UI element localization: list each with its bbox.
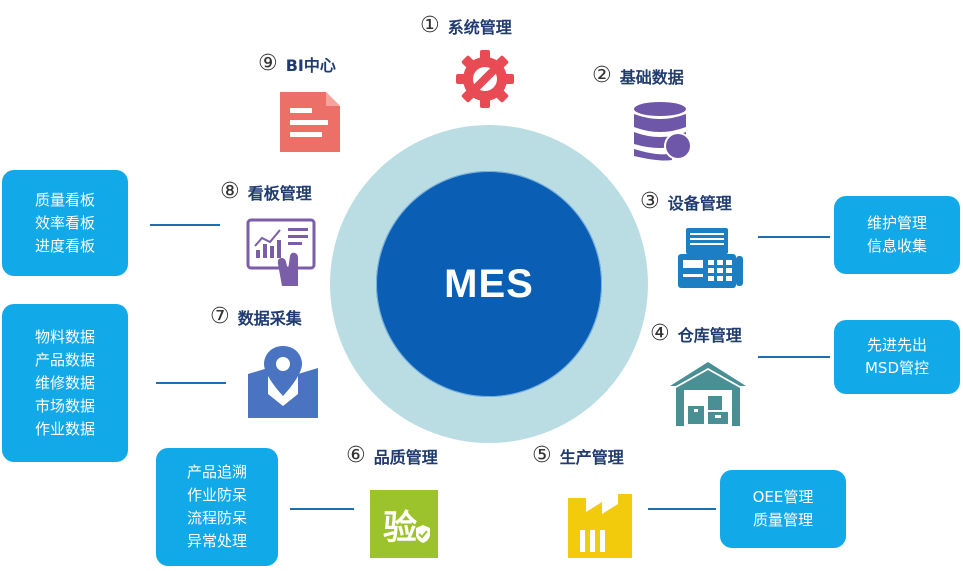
- module-kanban-label: ⑧ 看板管理: [220, 179, 312, 204]
- mes-center: MES: [376, 171, 602, 397]
- module-collection-label: ⑦ 数据采集: [210, 304, 302, 329]
- warehouse-icon: [670, 362, 746, 426]
- document-icon: [280, 92, 340, 152]
- detail-box-kanban: 质量看板 效率看板 进度看板: [2, 170, 128, 276]
- detail-box-warehouse: 先进先出 MSD管控: [834, 320, 960, 394]
- module-bi-label: ⑨ BI中心: [258, 51, 336, 76]
- module-warehouse-label: ④ 仓库管理: [650, 321, 742, 346]
- connector-warehouse: [758, 356, 830, 358]
- module-basic-data-label: ② 基础数据: [592, 63, 684, 88]
- shield-check-icon: [416, 525, 430, 543]
- connector-equipment: [758, 236, 830, 238]
- detail-box-production: OEE管理 质量管理: [720, 470, 846, 548]
- connector-production: [648, 508, 716, 510]
- module-production-label: ⑤ 生产管理: [532, 443, 624, 468]
- gear-wrench-icon: [456, 50, 514, 108]
- verify-badge-icon: 验: [370, 490, 438, 558]
- map-pin-icon: [248, 346, 318, 418]
- connector-collection: [156, 382, 226, 384]
- connector-quality: [290, 508, 354, 510]
- detail-box-quality: 产品追溯 作业防呆 流程防呆 异常处理: [156, 448, 278, 566]
- factory-icon: [568, 494, 632, 558]
- module-quality-label: ⑥ 品质管理: [346, 443, 438, 468]
- database-icon: [634, 102, 692, 161]
- detail-box-collection: 物料数据 产品数据 维修数据 市场数据 作业数据: [2, 304, 128, 462]
- module-system-label: ① 系统管理: [420, 13, 512, 38]
- fax-machine-icon: [678, 228, 743, 288]
- touch-dashboard-icon: [246, 218, 316, 286]
- module-equipment-label: ③ 设备管理: [640, 189, 732, 214]
- center-label: MES: [444, 261, 534, 306]
- detail-box-equipment: 维护管理 信息收集: [834, 196, 960, 274]
- connector-kanban: [150, 224, 220, 226]
